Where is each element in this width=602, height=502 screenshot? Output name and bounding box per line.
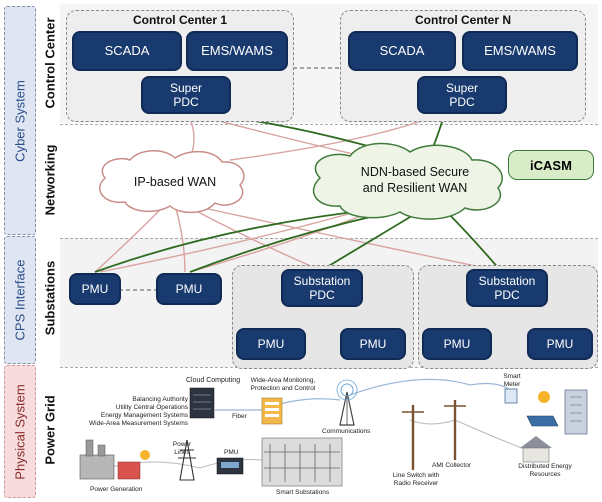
ndn-wan-label: NDN-based Secure and Resilient WAN bbox=[360, 165, 470, 195]
cps-interface-layer: CPS Interface bbox=[4, 236, 36, 364]
ccn-ems-wams-box[interactable]: EMS/WAMS bbox=[462, 31, 578, 71]
power-lines-label: Power Lines bbox=[172, 441, 192, 456]
cc1-super-pdc-box[interactable]: Super PDC bbox=[141, 76, 231, 114]
icasm-badge[interactable]: iCASM bbox=[508, 150, 594, 180]
pmu-box-5[interactable]: PMU bbox=[422, 328, 492, 360]
building-icon bbox=[564, 389, 588, 435]
smart-substation-icon bbox=[261, 437, 343, 487]
smart-meter-icon bbox=[504, 388, 518, 404]
utility-pole-icons bbox=[411, 400, 457, 470]
pmu-box-2[interactable]: PMU bbox=[156, 273, 222, 305]
pmu-box-3[interactable]: PMU bbox=[236, 328, 306, 360]
sun-icon bbox=[538, 391, 550, 403]
cyber-system-layer: Cyber System bbox=[4, 6, 36, 235]
pmu-box-4[interactable]: PMU bbox=[340, 328, 406, 360]
solar-panel-icon bbox=[526, 415, 559, 427]
server-rack-icon bbox=[189, 387, 215, 419]
ccn-scada-box[interactable]: SCADA bbox=[348, 31, 456, 71]
ami-collector-label: AMI Collector bbox=[432, 462, 472, 469]
house-icon bbox=[520, 436, 552, 448]
distributed-energy-label: Distributed Energy Resources bbox=[518, 463, 572, 478]
generation-sun-icon bbox=[140, 450, 150, 460]
physical-system-layer: Physical System bbox=[4, 365, 36, 498]
pmu-box-6[interactable]: PMU bbox=[527, 328, 593, 360]
operations-label: Balancing Authority Utility Central Oper… bbox=[89, 396, 188, 427]
wide-area-label: Wide-Area Monitoring, Protection and Con… bbox=[250, 377, 316, 392]
power-plant-icon bbox=[79, 454, 115, 480]
pmu-box-1[interactable]: PMU bbox=[69, 273, 121, 305]
communications-label: Communications bbox=[322, 428, 371, 435]
control-center-n-title: Control Center N bbox=[415, 13, 511, 27]
transmission-tower-icon bbox=[179, 439, 195, 481]
ip-wan-label: IP-based WAN bbox=[133, 175, 217, 189]
ip-wan-cloud bbox=[99, 150, 245, 214]
cc1-ems-wams-box[interactable]: EMS/WAMS bbox=[186, 31, 288, 71]
ccn-super-pdc-box[interactable]: Super PDC bbox=[417, 76, 507, 114]
pmu-grid-label: PMU bbox=[224, 449, 239, 456]
line-switch-label: Line Switch with Radio Receiver bbox=[392, 472, 440, 487]
control-center-1-title: Control Center 1 bbox=[132, 13, 227, 27]
substation-pdc-2[interactable]: Substation PDC bbox=[466, 269, 548, 307]
smart-substations-label: Smart Substations bbox=[276, 489, 330, 496]
ndn-wan-cloud bbox=[312, 142, 503, 220]
fiber-label: Fiber bbox=[232, 413, 247, 420]
cc1-scada-box[interactable]: SCADA bbox=[72, 31, 182, 71]
cloud-computing-label: Cloud Computing bbox=[186, 377, 241, 384]
smart-meter-label: Smart Meter bbox=[503, 373, 521, 388]
power-generation-label: Power Generation bbox=[90, 486, 143, 493]
substation-pdc-1[interactable]: Substation PDC bbox=[281, 269, 363, 307]
